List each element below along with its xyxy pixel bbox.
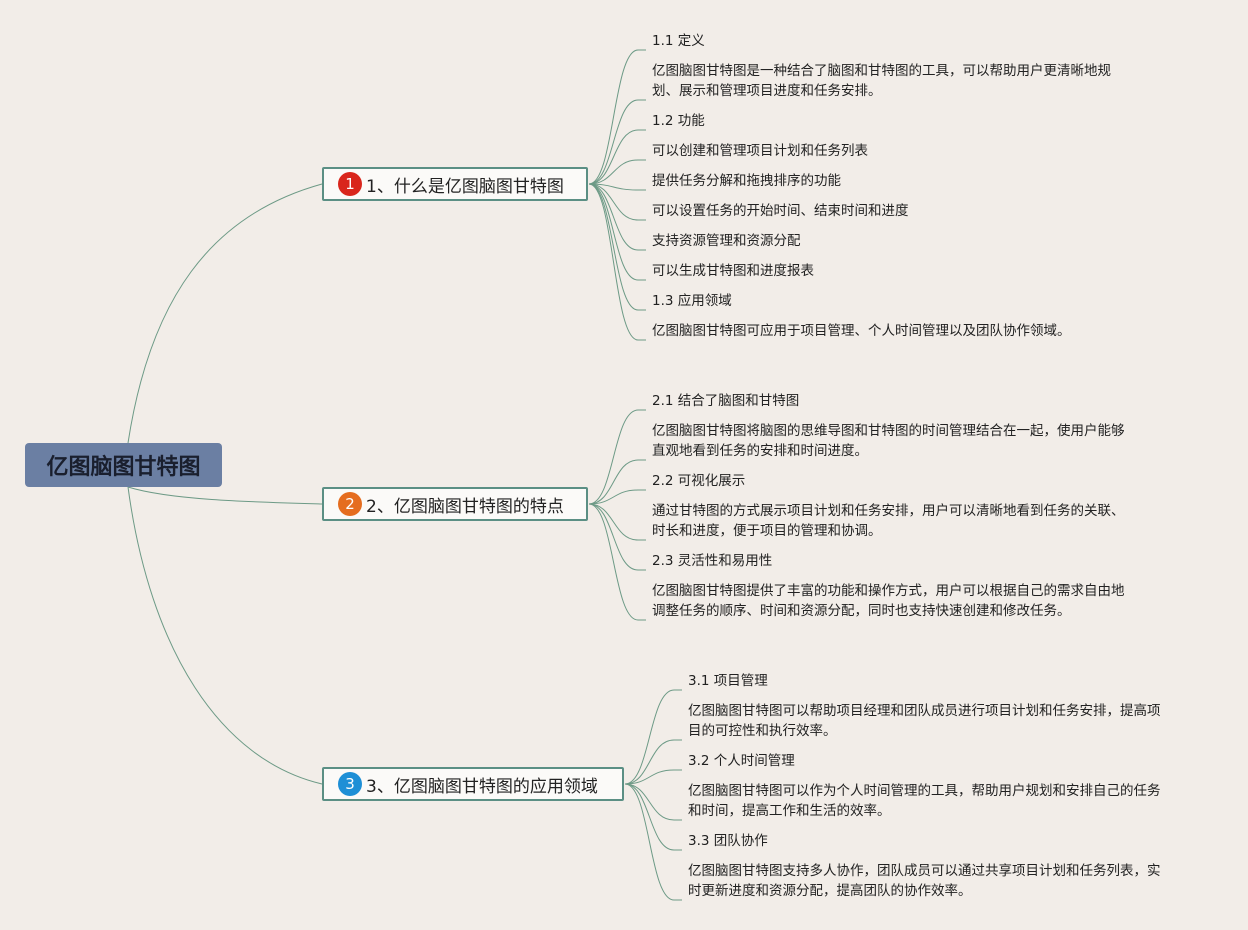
leaf-text-line: 2.1 结合了脑图和甘特图: [652, 393, 800, 409]
leaf-topic[interactable]: 1.2 功能: [652, 111, 705, 131]
leaf-topic[interactable]: 3.2 个人时间管理: [688, 751, 795, 771]
leaf-topic[interactable]: 亿图脑图甘特图可应用于项目管理、个人时间管理以及团队协作领域。: [652, 321, 1071, 341]
leaf-text-line: 时更新进度和资源分配，提高团队的协作效率。: [688, 883, 972, 899]
branch-to-leaf-line: [588, 503, 646, 541]
leaf-topic[interactable]: 3.3 团队协作: [688, 831, 768, 851]
leaf-text-line: 和时间，提高工作和生活的效率。: [688, 803, 891, 819]
branch-topic-2[interactable]: 2 2、亿图脑图甘特图的特点: [322, 487, 588, 521]
branch-to-leaf-line: [588, 129, 646, 185]
leaf-text-line: 支持资源管理和资源分配: [652, 233, 801, 249]
leaf-text-line: 3.1 项目管理: [688, 673, 768, 689]
leaf-topic[interactable]: 2.1 结合了脑图和甘特图: [652, 391, 799, 411]
leaf-text-line: 划、展示和管理项目进度和任务安排。: [652, 83, 882, 99]
leaf-topic[interactable]: 1.1 定义: [652, 31, 705, 51]
branch-to-leaf-line: [588, 49, 646, 185]
branch-title: 2、亿图脑图甘特图的特点: [366, 496, 564, 517]
branch-to-leaf-line: [624, 783, 682, 901]
number-badge-3-icon: 3: [338, 772, 362, 796]
leaf-topic[interactable]: 支持资源管理和资源分配: [652, 231, 801, 251]
branch-topic-3[interactable]: 3 3、亿图脑图甘特图的应用领域: [322, 767, 624, 801]
branch-to-leaf-line: [624, 689, 682, 785]
leaf-text-line: 2.2 可视化展示: [652, 473, 746, 489]
branch-to-leaf-line: [588, 503, 646, 621]
leaf-text-line: 亿图脑图甘特图可以作为个人时间管理的工具，帮助用户规划和安排自己的任务: [688, 783, 1161, 799]
leaf-topic[interactable]: 亿图脑图甘特图是一种结合了脑图和甘特图的工具，可以帮助用户更清晰地规划、展示和管…: [652, 61, 1111, 101]
leaf-topic[interactable]: 亿图脑图甘特图提供了丰富的功能和操作方式，用户可以根据自己的需求自由地调整任务的…: [652, 581, 1125, 621]
leaf-text-line: 亿图脑图甘特图可应用于项目管理、个人时间管理以及团队协作领域。: [652, 323, 1071, 339]
leaf-text-line: 1.2 功能: [652, 113, 705, 129]
branch-to-leaf-line: [624, 783, 682, 851]
leaf-text-line: 提供任务分解和拖拽排序的功能: [652, 173, 841, 189]
branch-title: 3、亿图脑图甘特图的应用领域: [366, 776, 598, 797]
leaf-topic[interactable]: 可以设置任务的开始时间、结束时间和进度: [652, 201, 909, 221]
branch-to-leaf-line: [588, 459, 646, 505]
leaf-text-line: 3.2 个人时间管理: [688, 753, 795, 769]
root-to-branch-3-line: [127, 486, 323, 785]
leaf-text-line: 1.1 定义: [652, 33, 705, 49]
branch-to-leaf-line: [588, 99, 646, 185]
branch-to-leaf-line: [588, 489, 646, 505]
branch-title: 1、什么是亿图脑图甘特图: [366, 176, 564, 197]
branch-to-leaf-line: [588, 183, 646, 311]
branch-to-leaf-line: [588, 183, 646, 221]
leaf-topic[interactable]: 提供任务分解和拖拽排序的功能: [652, 171, 841, 191]
leaf-text-line: 2.3 灵活性和易用性: [652, 553, 773, 569]
leaf-text-line: 直观地看到任务的安排和时间进度。: [652, 443, 868, 459]
branch-to-leaf-line: [588, 183, 646, 281]
leaf-text-line: 亿图脑图甘特图将脑图的思维导图和甘特图的时间管理结合在一起，使用户能够: [652, 423, 1125, 439]
leaf-text-line: 可以设置任务的开始时间、结束时间和进度: [652, 203, 909, 219]
branch-to-leaf-line: [624, 769, 682, 785]
branch-to-leaf-line: [588, 183, 646, 251]
leaf-text-line: 亿图脑图甘特图提供了丰富的功能和操作方式，用户可以根据自己的需求自由地: [652, 583, 1125, 599]
leaf-topic[interactable]: 亿图脑图甘特图可以帮助项目经理和团队成员进行项目计划和任务安排，提高项目的可控性…: [688, 701, 1161, 741]
leaf-topic[interactable]: 可以创建和管理项目计划和任务列表: [652, 141, 868, 161]
root-to-branch-1-line: [127, 183, 323, 444]
branch-to-leaf-line: [588, 183, 646, 191]
leaf-topic[interactable]: 3.1 项目管理: [688, 671, 768, 691]
leaf-topic[interactable]: 亿图脑图甘特图将脑图的思维导图和甘特图的时间管理结合在一起，使用户能够直观地看到…: [652, 421, 1125, 461]
leaf-text-line: 可以创建和管理项目计划和任务列表: [652, 143, 868, 159]
leaf-topic[interactable]: 亿图脑图甘特图可以作为个人时间管理的工具，帮助用户规划和安排自己的任务和时间，提…: [688, 781, 1161, 821]
branch-to-leaf-line: [588, 159, 646, 185]
leaf-text-line: 目的可控性和执行效率。: [688, 723, 837, 739]
number-badge-2-icon: 2: [338, 492, 362, 516]
root-title: 亿图脑图甘特图: [46, 455, 201, 480]
leaf-text-line: 可以生成甘特图和进度报表: [652, 263, 814, 279]
leaf-text-line: 亿图脑图甘特图是一种结合了脑图和甘特图的工具，可以帮助用户更清晰地规: [652, 63, 1111, 79]
leaf-text-line: 3.3 团队协作: [688, 833, 768, 849]
leaf-topic[interactable]: 可以生成甘特图和进度报表: [652, 261, 814, 281]
leaf-text-line: 亿图脑图甘特图支持多人协作，团队成员可以通过共享项目计划和任务列表，实: [688, 863, 1161, 879]
branch-to-leaf-line: [588, 409, 646, 505]
leaf-text-line: 通过甘特图的方式展示项目计划和任务安排，用户可以清晰地看到任务的关联、: [652, 503, 1125, 519]
branch-to-leaf-line: [624, 783, 682, 821]
number-badge-1-icon: 1: [338, 172, 362, 196]
leaf-text-line: 亿图脑图甘特图可以帮助项目经理和团队成员进行项目计划和任务安排，提高项: [688, 703, 1161, 719]
branch-topic-1[interactable]: 1 1、什么是亿图脑图甘特图: [322, 167, 588, 201]
leaf-text-line: 时长和进度，便于项目的管理和协调。: [652, 523, 882, 539]
leaf-text-line: 调整任务的顺序、时间和资源分配，同时也支持快速创建和修改任务。: [652, 603, 1071, 619]
leaf-text-line: 1.3 应用领域: [652, 293, 732, 309]
branch-to-leaf-line: [588, 183, 646, 341]
leaf-topic[interactable]: 亿图脑图甘特图支持多人协作，团队成员可以通过共享项目计划和任务列表，实时更新进度…: [688, 861, 1161, 901]
leaf-topic[interactable]: 2.3 灵活性和易用性: [652, 551, 772, 571]
leaf-topic[interactable]: 通过甘特图的方式展示项目计划和任务安排，用户可以清晰地看到任务的关联、时长和进度…: [652, 501, 1125, 541]
root-to-branch-2-line: [127, 486, 323, 505]
leaf-topic[interactable]: 1.3 应用领域: [652, 291, 732, 311]
root-topic[interactable]: 亿图脑图甘特图: [25, 443, 222, 487]
branch-to-leaf-line: [588, 503, 646, 571]
branch-to-leaf-line: [624, 739, 682, 785]
leaf-topic[interactable]: 2.2 可视化展示: [652, 471, 745, 491]
